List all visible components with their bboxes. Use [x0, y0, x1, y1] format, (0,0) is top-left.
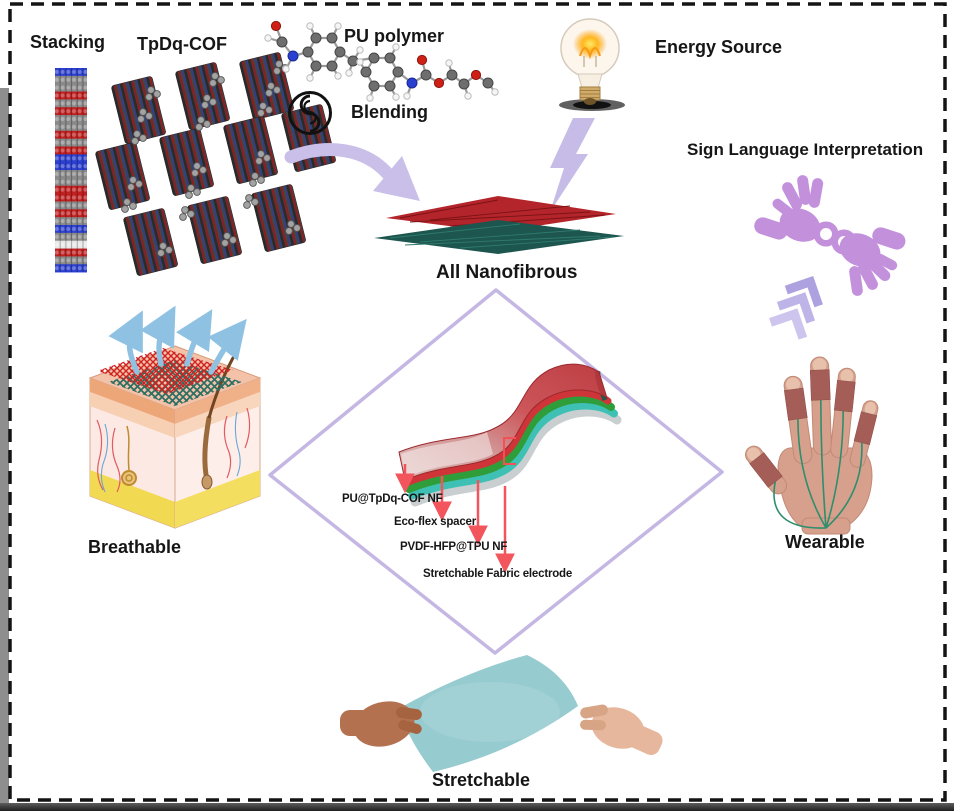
blend-arrow [284, 143, 420, 201]
blending-label: Blending [351, 102, 428, 122]
stacked-cof-illustration [55, 68, 87, 273]
device-layer-label-0: PU@TpDq-COF NF [342, 493, 443, 505]
breathable-label: Breathable [88, 537, 182, 557]
device-layer-label-2: PVDF-HFP@TPU NF [400, 541, 508, 553]
left-hand [340, 701, 422, 747]
energy-source-label: Energy Source [655, 37, 783, 57]
pu-polymer-molecule [264, 20, 499, 102]
device-layer-label-3: Stretchable Fabric electrode [423, 568, 573, 580]
stacking-label: Stacking [30, 32, 106, 52]
sensor-glove-hand-illustration [744, 356, 879, 535]
skin-breathability-illustration [88, 305, 262, 529]
cof-lattice-illustration [95, 52, 336, 276]
sign-language-label: Sign Language Interpretation [687, 140, 924, 159]
bottom-edge-strip [0, 803, 954, 811]
sensor-device-illustration [398, 363, 622, 507]
wearable-label: Wearable [785, 532, 865, 552]
device-layer-label-1: Eco-flex spacer [394, 516, 477, 528]
blending-icon [288, 91, 332, 135]
stretch-membrane-illustration [340, 655, 663, 772]
pu-polymer-label: PU polymer [344, 26, 445, 46]
up-chevrons-icon [769, 276, 823, 340]
nanofiber-mats-illustration [374, 196, 624, 254]
sign-language-icon [754, 175, 906, 296]
left-edge-strip [0, 88, 9, 803]
cof-label: TpDq-COF [137, 34, 227, 54]
right-hand [580, 704, 663, 755]
stretchable-label: Stretchable [432, 770, 531, 790]
diamond-outline [268, 288, 724, 655]
all-nanofibrous-label: All Nanofibrous [436, 262, 578, 283]
device-layer-annotations [395, 464, 515, 574]
lightbulb-icon [559, 18, 625, 111]
lightning-bolt-icon [550, 118, 595, 212]
